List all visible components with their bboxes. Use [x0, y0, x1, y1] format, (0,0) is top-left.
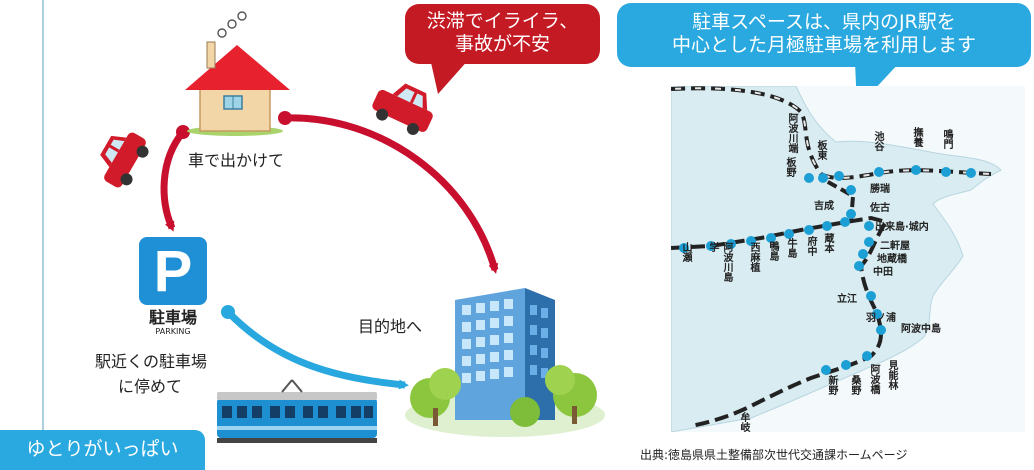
station-awa-kawabata: 阿波川端: [786, 113, 797, 153]
station-demizu-shironouchi: 出来島·城内: [875, 222, 929, 233]
destination-label: 目的地へ: [358, 317, 423, 336]
worry-bubble-line2: 事故が不安: [454, 33, 550, 55]
station-hanoura: 羽ノ浦: [866, 313, 896, 324]
source-caption: 出典:徳島県県土整備部次世代交通課ホームページ: [640, 448, 908, 462]
station-itano: 板野: [784, 157, 795, 177]
worry-bubble-tail: [430, 58, 470, 94]
train-icon: [217, 379, 377, 443]
station-muya: 撫養: [911, 127, 922, 147]
station-awa-kawashima: 阿波川島: [721, 242, 732, 282]
worry-bubble-line1: 渋滞でイライラ、: [426, 10, 579, 32]
parking-sign-letter: P: [154, 239, 193, 304]
station-kamojima: 鴨島: [767, 241, 778, 261]
parking-label-line2: に停めて: [118, 377, 183, 396]
station-ikenotani: 池谷: [872, 131, 883, 151]
info-bubble-line2: 中心とした月極駐車場を利用します: [671, 34, 976, 56]
blue-route-to-destination: [225, 309, 409, 390]
station-kuwano: 桑野: [849, 375, 860, 395]
parking-sign-kanji: 駐車場: [148, 308, 197, 327]
red-route-to-destination: [284, 114, 499, 274]
station-minoribayashi: 見能林: [886, 360, 897, 390]
station-kuramoto: 蔵本: [822, 233, 833, 253]
red-route-to-parking: [160, 129, 186, 232]
station-tatsue: 立江: [837, 294, 857, 305]
station-shori: 勝瑞: [870, 184, 890, 195]
info-speech-bubble: 駐車スペースは、県内のJR駅を 中心とした月極駐車場を利用します: [617, 3, 1031, 67]
station-gakko: 学: [707, 242, 718, 252]
parking-sign-english: PARKING: [155, 327, 191, 336]
info-bubble-line1: 駐車スペースは、県内のJR駅を: [692, 11, 956, 33]
railway-map: [671, 86, 1025, 432]
tree-icon: [410, 365, 597, 427]
station-bando: 板東: [815, 140, 826, 160]
station-nikenya: 二軒屋: [880, 241, 910, 252]
red-route-parking-start-dot: [176, 125, 190, 139]
red-car-icon: [372, 83, 433, 135]
left-guide-line: [42, 0, 44, 430]
red-route-start-dot: [278, 111, 292, 125]
station-naruto: 鳴門: [941, 129, 952, 149]
journey-diagram: P: [100, 11, 605, 443]
station-sako: 佐古: [870, 203, 890, 214]
station-awa-nakashima: 阿波中島: [901, 324, 941, 335]
red-car-icon: [100, 132, 149, 188]
house-icon: [185, 11, 290, 136]
car-departure-label: 車で出かけて: [188, 151, 285, 170]
station-nakata: 中田: [873, 267, 893, 278]
station-ushijima: 牛島: [785, 238, 796, 258]
station-fuchu: 府中: [805, 236, 816, 256]
station-nishi-oe: 西麻植: [748, 242, 759, 272]
station-yoshinari: 吉成: [814, 201, 834, 212]
station-shinno: 新野: [826, 375, 837, 395]
station-yamase: 山瀬: [680, 242, 691, 262]
parking-label-line1: 駅近くの駐車場: [95, 352, 208, 371]
relax-badge: ゆとりがいっぱい: [0, 430, 205, 470]
station-mugi: 牟岐: [738, 412, 749, 432]
station-jizobashi: 地蔵橋: [877, 254, 907, 265]
worry-speech-bubble: 渋滞でイライラ、 事故が不安: [405, 4, 600, 64]
blue-route-start-dot: [221, 305, 235, 319]
station-tachibana: 阿波橋: [868, 364, 879, 394]
parking-sign-icon: P: [139, 237, 207, 305]
office-building-icon: [405, 288, 605, 437]
